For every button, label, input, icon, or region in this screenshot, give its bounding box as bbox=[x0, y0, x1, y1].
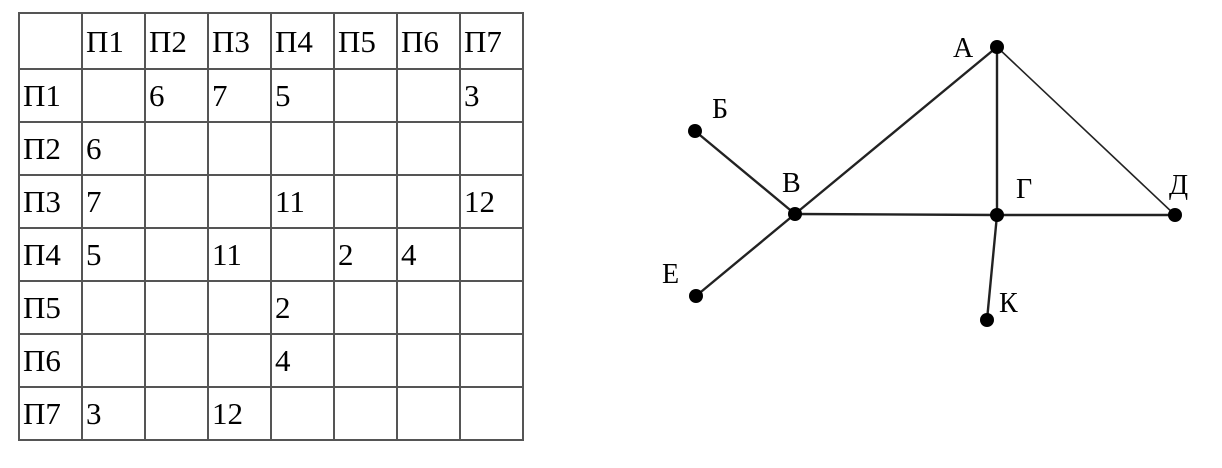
edge-E-V bbox=[695, 213, 796, 297]
row-header: П5 bbox=[18, 280, 83, 335]
distance-cell: 4 bbox=[270, 333, 335, 388]
distance-cell: 4 bbox=[396, 227, 461, 282]
column-header: П6 bbox=[396, 12, 461, 70]
node-label-V: В bbox=[782, 168, 801, 199]
table-row: П6 4 bbox=[18, 333, 524, 388]
column-header: П4 bbox=[270, 12, 335, 70]
edge-A-D bbox=[996, 46, 1176, 216]
distance-cell bbox=[207, 174, 272, 229]
row-header: П4 bbox=[18, 227, 83, 282]
distance-cell bbox=[144, 280, 209, 335]
distance-cell bbox=[270, 386, 335, 441]
node-K bbox=[980, 313, 994, 327]
distance-cell: 6 bbox=[81, 121, 146, 176]
distance-cell bbox=[333, 121, 398, 176]
distance-cell bbox=[144, 121, 209, 176]
distance-cell: 7 bbox=[207, 68, 272, 123]
distance-cell bbox=[396, 386, 461, 441]
node-label-B: Б bbox=[712, 94, 728, 125]
row-header: П2 bbox=[18, 121, 83, 176]
column-header: П3 bbox=[207, 12, 272, 70]
distance-cell bbox=[396, 68, 461, 123]
distance-cell bbox=[396, 280, 461, 335]
distance-cell: 5 bbox=[270, 68, 335, 123]
distance-cell bbox=[459, 227, 524, 282]
node-label-K: К bbox=[999, 288, 1018, 319]
distance-cell bbox=[333, 68, 398, 123]
row-header: П1 bbox=[18, 68, 83, 123]
row-header: П6 bbox=[18, 333, 83, 388]
distance-cell: 2 bbox=[333, 227, 398, 282]
table-row: П5 2 bbox=[18, 280, 524, 335]
distance-cell bbox=[396, 333, 461, 388]
node-B bbox=[688, 124, 702, 138]
distance-cell bbox=[396, 121, 461, 176]
distance-cell bbox=[207, 333, 272, 388]
edge-V-A bbox=[794, 46, 998, 215]
distance-cell bbox=[333, 333, 398, 388]
node-E bbox=[689, 289, 703, 303]
distance-cell: 5 bbox=[81, 227, 146, 282]
row-header: П7 bbox=[18, 386, 83, 441]
column-header: П1 bbox=[81, 12, 146, 70]
distance-cell bbox=[270, 121, 335, 176]
node-label-G: Г bbox=[1016, 174, 1032, 205]
distance-cell bbox=[144, 227, 209, 282]
distance-cell: 7 bbox=[81, 174, 146, 229]
distance-cell: 3 bbox=[81, 386, 146, 441]
distance-cell: 6 bbox=[144, 68, 209, 123]
distance-cell bbox=[333, 174, 398, 229]
node-label-D: Д bbox=[1169, 170, 1188, 201]
column-header: П2 bbox=[144, 12, 209, 70]
distance-cell bbox=[270, 227, 335, 282]
edge-V-G bbox=[794, 212, 998, 217]
edge-G-K bbox=[985, 214, 999, 321]
column-header: П5 bbox=[333, 12, 398, 70]
distance-cell: 12 bbox=[459, 174, 524, 229]
distance-cell bbox=[459, 386, 524, 441]
distance-cell bbox=[144, 333, 209, 388]
node-V bbox=[788, 207, 802, 221]
distance-cell bbox=[81, 280, 146, 335]
distance-cell bbox=[396, 174, 461, 229]
distance-cell: 11 bbox=[270, 174, 335, 229]
distance-cell bbox=[207, 280, 272, 335]
distance-cell: 2 bbox=[270, 280, 335, 335]
distance-cell bbox=[144, 174, 209, 229]
node-A bbox=[990, 40, 1004, 54]
edge-B-V bbox=[694, 130, 796, 215]
distance-cell bbox=[333, 386, 398, 441]
distance-cell bbox=[459, 121, 524, 176]
distance-cell bbox=[81, 68, 146, 123]
distance-cell bbox=[459, 280, 524, 335]
distance-cell: 11 bbox=[207, 227, 272, 282]
column-header: П7 bbox=[459, 12, 524, 70]
corner-cell bbox=[18, 12, 83, 70]
distance-cell bbox=[333, 280, 398, 335]
distance-cell: 12 bbox=[207, 386, 272, 441]
row-header: П3 bbox=[18, 174, 83, 229]
distance-cell bbox=[207, 121, 272, 176]
node-G bbox=[990, 208, 1004, 222]
distance-cell: 3 bbox=[459, 68, 524, 123]
node-D bbox=[1168, 208, 1182, 222]
distance-cell bbox=[81, 333, 146, 388]
distance-cell bbox=[144, 386, 209, 441]
distance-cell bbox=[459, 333, 524, 388]
node-label-E: Е bbox=[662, 259, 679, 290]
node-label-A: А bbox=[953, 33, 974, 64]
